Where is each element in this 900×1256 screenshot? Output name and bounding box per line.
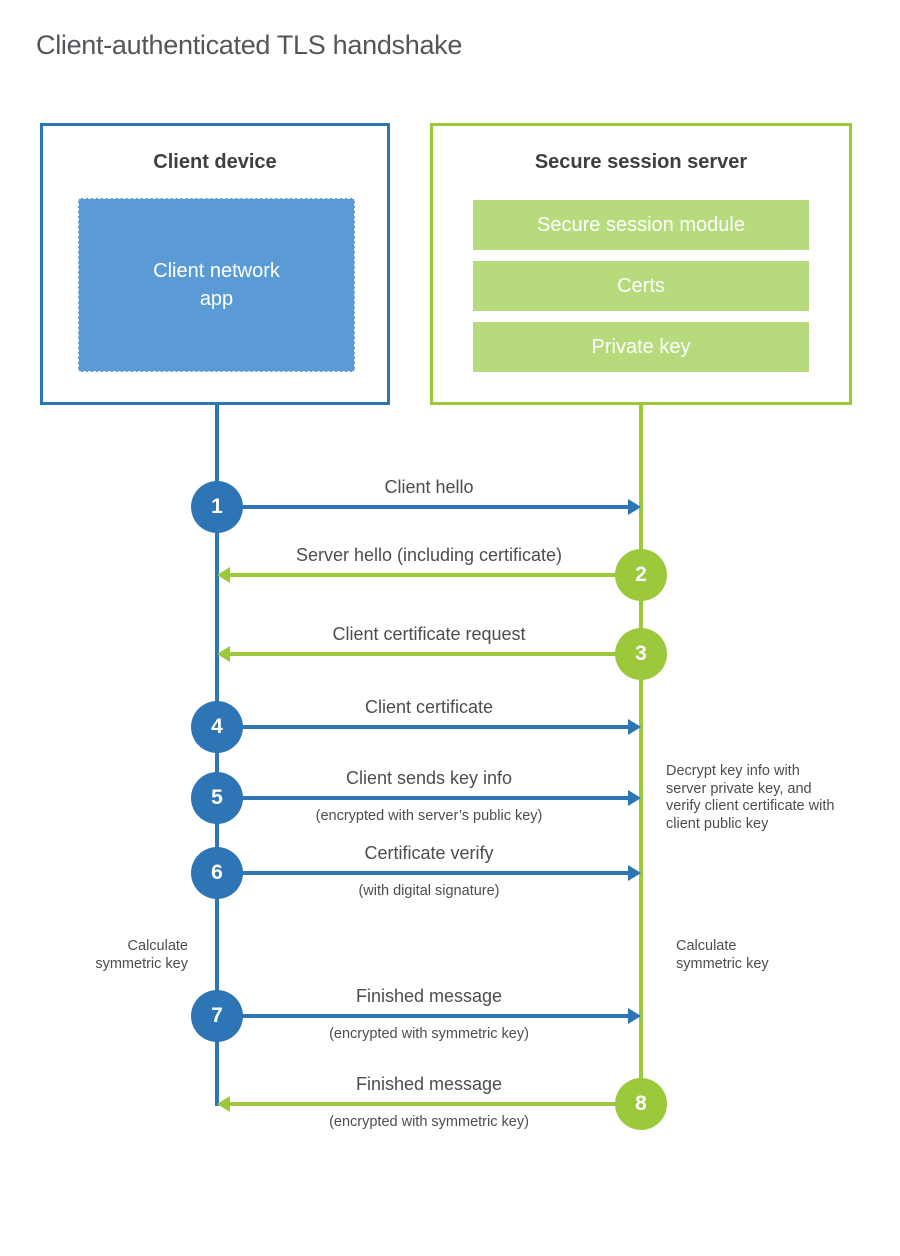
server-module-private-key: Private key	[473, 322, 809, 372]
client-device-box: Client device Client network app	[40, 123, 390, 405]
client-network-app-box: Client network app	[78, 198, 355, 372]
server-module-secure-session: Secure session module	[473, 200, 809, 250]
arrow-head-right-icon	[628, 865, 641, 881]
calculate-symmetric-key-server-note: Calculate symmetric key	[676, 938, 769, 972]
arrow-head-right-icon	[628, 719, 641, 735]
message-sublabel: (encrypted with server’s public key)	[315, 808, 543, 824]
server-lifeline	[639, 404, 643, 1106]
arrow-head-left-icon	[217, 567, 230, 583]
page-title: Client-authenticated TLS handshake	[36, 30, 463, 60]
message-label: Server hello (including certificate)	[295, 545, 563, 565]
client-app-label-line2: app	[199, 288, 234, 310]
secure-session-server-box: Secure session server Secure session mod…	[430, 123, 852, 405]
message-sublabel: (encrypted with symmetric key)	[329, 1114, 529, 1130]
arrow-head-left-icon	[217, 1096, 230, 1112]
client-device-heading: Client device	[153, 151, 277, 173]
decrypt-key-note: Decrypt key info with server private key…	[666, 763, 835, 832]
arrow-head-left-icon	[217, 646, 230, 662]
arrow-line	[217, 505, 629, 509]
arrow-line	[217, 1014, 629, 1018]
client-app-label-line1: Client network	[153, 260, 280, 282]
message-label: Client sends key info	[345, 768, 513, 788]
message-label: Certificate verify	[364, 843, 494, 863]
arrow-line	[230, 1102, 641, 1106]
message-label: Client certificate request	[332, 624, 526, 644]
step-number-badge: 2	[615, 549, 667, 601]
arrow-line	[230, 573, 641, 577]
arrow-line	[217, 725, 629, 729]
message-sublabel: (encrypted with symmetric key)	[329, 1026, 529, 1042]
arrow-head-right-icon	[628, 1008, 641, 1024]
message-label: Finished message	[355, 1074, 503, 1094]
arrow-line	[230, 652, 641, 656]
client-lifeline	[215, 404, 219, 1106]
step-number-badge: 5	[191, 772, 243, 824]
calculate-symmetric-key-client-note: Calculate symmetric key	[95, 938, 188, 972]
arrow-line	[217, 796, 629, 800]
step-number-badge: 8	[615, 1078, 667, 1130]
message-label: Client certificate	[364, 697, 494, 717]
message-label: Finished message	[355, 986, 503, 1006]
arrow-head-right-icon	[628, 499, 641, 515]
step-number-badge: 7	[191, 990, 243, 1042]
step-number-badge: 4	[191, 701, 243, 753]
arrow-head-right-icon	[628, 790, 641, 806]
step-number-badge: 6	[191, 847, 243, 899]
message-sublabel: (with digital signature)	[358, 883, 500, 899]
step-number-badge: 1	[191, 481, 243, 533]
arrow-line	[217, 871, 629, 875]
server-heading: Secure session server	[534, 151, 748, 173]
server-module-certs: Certs	[473, 261, 809, 311]
message-label: Client hello	[384, 477, 474, 497]
step-number-badge: 3	[615, 628, 667, 680]
